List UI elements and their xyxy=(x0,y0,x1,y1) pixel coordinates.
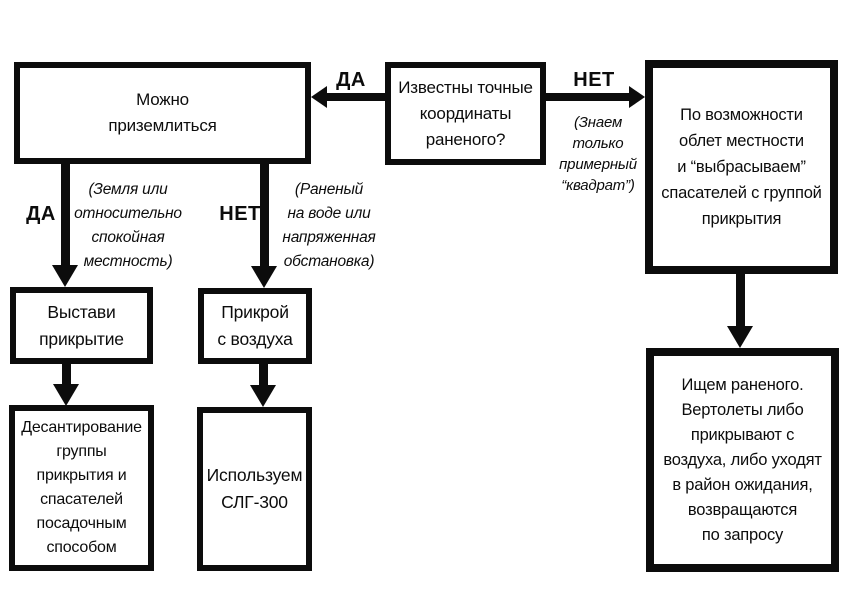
node-landing-method-text: Десантирование группы прикрытия и спасат… xyxy=(21,419,142,556)
node-can-land-text: Можно приземлиться xyxy=(108,90,217,135)
node-coords-known-text: Известны точные координаты раненого? xyxy=(398,77,533,149)
label-no-mid: НЕТ xyxy=(219,203,261,225)
label-yes-left: ДА xyxy=(26,203,56,225)
node-landing-method: Десантирование группы прикрытия и спасат… xyxy=(9,405,154,571)
node-set-cover-text: Выстави прикрытие xyxy=(39,301,124,349)
node-use-slg-text: Используем СЛГ-300 xyxy=(206,465,303,512)
node-can-land: Можно приземлиться xyxy=(14,62,311,164)
node-overfly-area-text: По возможности облет местности и “выбрас… xyxy=(661,106,822,228)
node-air-cover-text: Прикрой с воздуха xyxy=(217,302,293,349)
note-ground: (Земля или относительно спокойная местно… xyxy=(74,181,182,270)
node-set-cover: Выстави прикрытие xyxy=(10,287,153,364)
node-overfly-area: По возможности облет местности и “выбрас… xyxy=(645,60,838,274)
label-yes-top: ДА xyxy=(336,69,366,91)
node-use-slg: Используем СЛГ-300 xyxy=(197,407,312,571)
node-coords-known: Известны точные координаты раненого? xyxy=(385,62,546,165)
node-search-wounded-text: Ищем раненого. Вертолеты либо прикрывают… xyxy=(663,375,822,544)
node-air-cover: Прикрой с воздуха xyxy=(198,288,312,364)
note-water: (Раненый на воде или напряженная обстано… xyxy=(282,181,376,270)
node-search-wounded: Ищем раненого. Вертолеты либо прикрывают… xyxy=(646,348,839,572)
label-no-top: НЕТ xyxy=(573,69,615,91)
note-quadrat: (Знаем только примерный “квадрат”) xyxy=(559,114,637,194)
